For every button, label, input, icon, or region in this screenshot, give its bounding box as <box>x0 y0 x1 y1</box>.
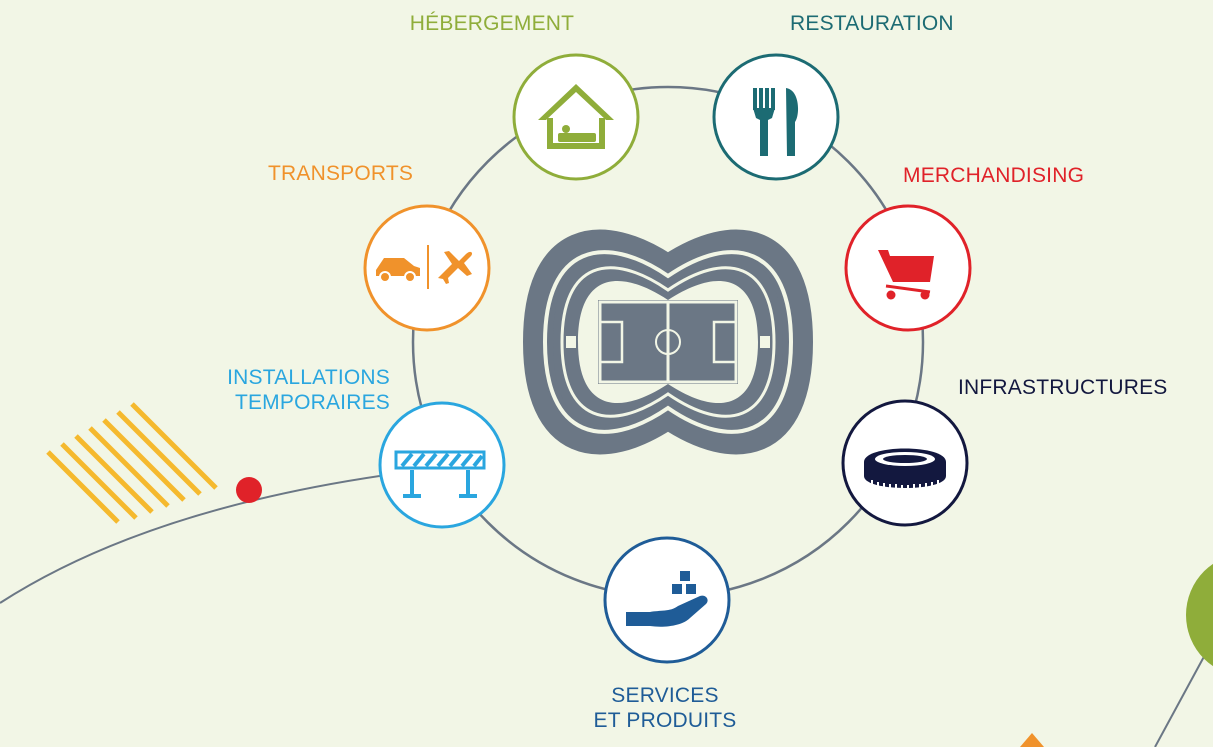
football-pitch-icon <box>523 229 813 455</box>
node-infrastructures <box>841 399 969 527</box>
label-restauration: RESTAURATION <box>790 12 954 35</box>
node-installations <box>378 401 506 529</box>
label-infrastructures: INFRASTRUCTURES <box>958 376 1168 399</box>
label-services: SERVICES ET PRODUITS <box>560 683 770 733</box>
node-transports <box>363 204 491 332</box>
decorative-stripes <box>46 402 218 524</box>
car-plane-icon <box>376 245 473 289</box>
barrier-icon <box>394 450 486 498</box>
label-services-line2: ET PRODUITS <box>593 709 737 732</box>
shopping-cart-icon <box>878 250 934 300</box>
label-installations: INSTALLATIONS TEMPORAIRES <box>190 365 390 415</box>
label-services-line1: SERVICES <box>611 684 719 707</box>
node-services <box>603 536 731 664</box>
hand-boxes-icon <box>626 571 708 627</box>
label-installations-line1: INSTALLATIONS <box>227 366 390 389</box>
fork-knife-icon <box>753 88 799 156</box>
label-installations-line2: TEMPORAIRES <box>234 391 390 414</box>
orange-mark <box>1020 733 1044 747</box>
node-restauration <box>712 53 840 181</box>
label-hebergement: HÉBERGEMENT <box>409 12 575 35</box>
node-merchandising <box>844 204 972 332</box>
partial-green-circle <box>1186 563 1213 667</box>
red-dot <box>236 477 262 503</box>
label-merchandising: MERCHANDISING <box>903 164 1085 187</box>
outer-arc <box>0 467 441 604</box>
stadium-icon <box>864 448 946 491</box>
node-hebergement <box>512 53 640 181</box>
label-transports: TRANSPORTS <box>268 162 414 185</box>
house-bed-icon <box>538 84 614 149</box>
